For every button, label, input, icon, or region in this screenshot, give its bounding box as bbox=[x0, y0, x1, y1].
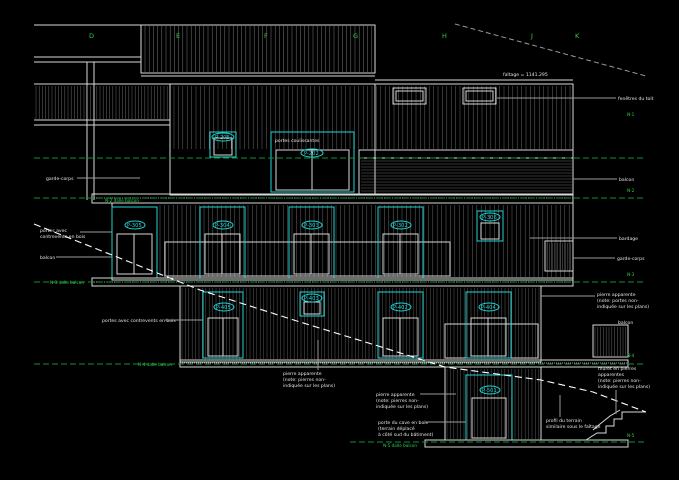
door-tag-p404: P-404 bbox=[481, 305, 496, 311]
label-pierre-right-2: (note: portes non- bbox=[597, 298, 639, 304]
label-portes-contrevents: portes avec contrevents en bois bbox=[102, 318, 176, 324]
label-porte-cave-3: à côté sud du bâtiment) bbox=[378, 431, 433, 438]
door-tag-p306: P-306 bbox=[482, 215, 497, 221]
ridge-height-label: faîtage = 1141.295 bbox=[503, 71, 548, 78]
upper-storey bbox=[34, 83, 574, 196]
doors-level-3: P-305 P-304 P-303 P-302 P-306 bbox=[111, 206, 504, 279]
grid-label-j: J bbox=[530, 32, 533, 40]
door-p405 bbox=[202, 291, 244, 359]
grid-label-h: H bbox=[442, 32, 447, 40]
label-pierre-mid-2: (note: pierres non- bbox=[283, 377, 326, 383]
door-tag-p304: P-304 bbox=[215, 223, 230, 229]
label-fenetres-toit: fenêtres du toit bbox=[618, 95, 654, 102]
level-n3: N-3 bbox=[627, 272, 635, 277]
label-balcon-right-low: balcon bbox=[618, 320, 633, 326]
door-tag-p303: P-303 bbox=[304, 223, 319, 229]
grid-label-k: K bbox=[575, 32, 580, 40]
label-balcon-right: balcon bbox=[619, 177, 634, 183]
doors-level-4: P-405 P-403 P-402 P-404 bbox=[202, 291, 512, 359]
label-pierre-low-3: indiquée sur les plans) bbox=[376, 403, 428, 410]
label-muret-2: apparentes bbox=[598, 372, 625, 378]
label-muret-3: (note: pierres non- bbox=[598, 378, 641, 384]
slab-level-4 bbox=[34, 359, 646, 368]
door-tag-p202: P-202 bbox=[304, 151, 319, 157]
balcon-right-low bbox=[592, 324, 629, 358]
label-pierre-low-2: (note: pierres non- bbox=[376, 398, 419, 404]
door-p404 bbox=[465, 291, 512, 359]
grid-label-g: G bbox=[353, 32, 358, 40]
door-tag-p402: P-402 bbox=[393, 305, 408, 311]
level-n4-dalle: N-4 dalle balcon bbox=[138, 362, 172, 367]
grid-label-e: E bbox=[176, 32, 180, 40]
middle-storey bbox=[111, 202, 574, 281]
level-labels: N-1 N-2 N-3 N-4 N-5 N-2 dalle balcon N-3… bbox=[50, 112, 635, 448]
terrain-profile bbox=[33, 223, 647, 413]
level-n5: N-5 bbox=[627, 433, 635, 438]
door-tag-p305: P-305 bbox=[127, 223, 142, 229]
grid-label-f: F bbox=[264, 32, 268, 40]
label-muret-1: muret en pierres bbox=[598, 366, 637, 372]
roof-window-right bbox=[462, 87, 497, 105]
grid-label-d: D bbox=[89, 32, 94, 40]
label-balcon-left: balcon bbox=[40, 255, 55, 261]
door-p306 bbox=[476, 210, 504, 242]
garde-corps-right bbox=[544, 240, 574, 272]
annotations: fenêtres du toit garde-corps balcon port… bbox=[40, 95, 654, 438]
door-tag-p403: P-403 bbox=[304, 296, 319, 302]
level-n5-dalle: N-5 dalle balcon bbox=[383, 443, 417, 448]
label-garde-corps-right: garde-corps bbox=[617, 256, 645, 262]
grid-labels: D E F G H J K bbox=[89, 32, 580, 40]
label-pierre-low-1: pierre apparente bbox=[376, 392, 415, 398]
door-p205 bbox=[209, 131, 237, 158]
door-tag-p405: P-405 bbox=[216, 305, 231, 311]
roof bbox=[34, 23, 647, 200]
label-porte-cave-2: (terrain déplacé bbox=[378, 425, 415, 432]
label-pierre-mid-3: indiquée sur les plans) bbox=[283, 382, 335, 389]
basement: P-501 bbox=[350, 366, 646, 448]
lower-storey bbox=[179, 285, 629, 363]
label-porte-cave-1: porte du cave en bois bbox=[378, 420, 429, 426]
level-n3-dalle: N-3 dalle balcon bbox=[50, 280, 84, 285]
label-muret-4: indiquée sur les plans) bbox=[598, 383, 650, 390]
roof-window-left bbox=[392, 87, 427, 105]
label-pierre-right-1: pierre apparente bbox=[597, 292, 636, 298]
label-portes-coulissantes: portes coulissantes bbox=[275, 138, 320, 144]
door-p403 bbox=[299, 291, 325, 317]
label-portes-avec: portes avec bbox=[40, 228, 67, 234]
label-bardage: bardage bbox=[619, 236, 638, 242]
level-n2-dalle: N-2 dalle balcon bbox=[105, 198, 139, 203]
label-profil-2: similaire sous le faîtage bbox=[546, 423, 601, 430]
label-pierre-right-3: indiquée sur les plans) bbox=[597, 303, 649, 310]
label-contrevents: contrevents en bois bbox=[40, 234, 86, 240]
door-p501 bbox=[465, 374, 513, 441]
door-tag-p205: P-205 bbox=[215, 135, 230, 141]
level-n4: N-4 bbox=[627, 353, 635, 358]
level-n1: N-1 bbox=[627, 112, 635, 117]
slab-level-3 bbox=[34, 277, 646, 287]
label-garde-corps-left: garde-corps bbox=[46, 176, 74, 182]
label-pierre-mid-1: pierre apparente bbox=[283, 371, 322, 377]
doors-level-2: P-205 P-202 portes coulissantes bbox=[209, 131, 355, 193]
door-p202 bbox=[270, 131, 355, 193]
door-p402 bbox=[377, 291, 424, 359]
label-profil-1: profil du terrain bbox=[546, 418, 582, 424]
slab-level-2 bbox=[34, 157, 646, 204]
door-tag-p501: P-501 bbox=[482, 388, 497, 394]
door-tag-p302: P-302 bbox=[393, 223, 408, 229]
level-n2: N-2 bbox=[627, 188, 635, 193]
